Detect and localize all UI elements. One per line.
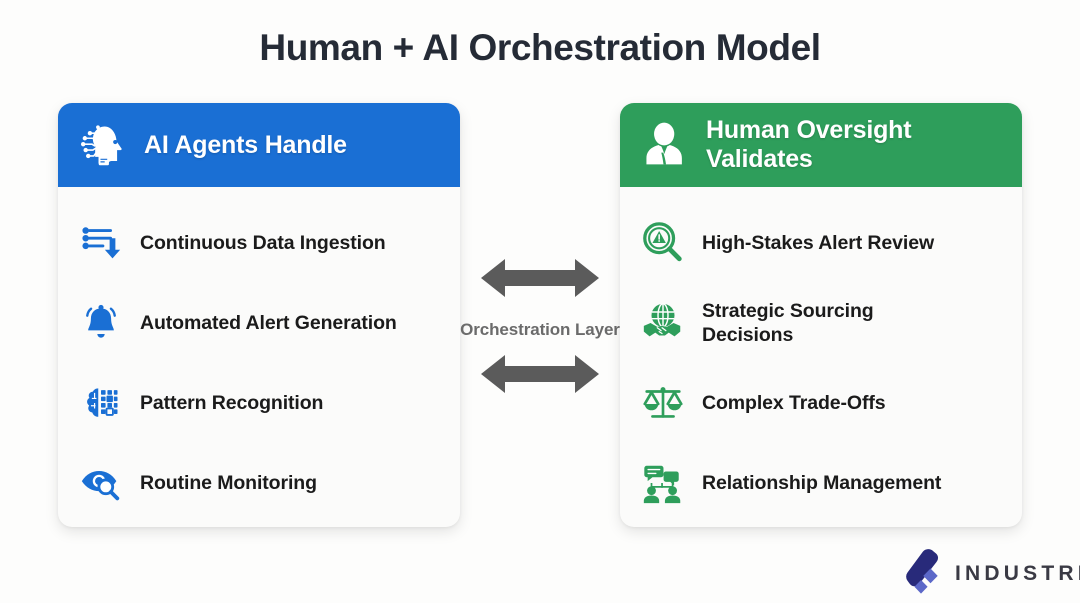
orchestration-layer: Orchestration Layer — [460, 255, 620, 402]
brain-grid-icon — [76, 378, 126, 428]
list-item[interactable]: Pattern Recognition — [76, 363, 442, 443]
bell-icon — [76, 298, 126, 348]
human-oversight-panel-title: Human Oversight Validates — [706, 116, 912, 173]
scales-icon — [638, 378, 688, 428]
list-item-label: Routine Monitoring — [140, 471, 317, 494]
double-arrow-horizontal-icon — [460, 351, 620, 402]
person-bust-icon — [636, 116, 694, 174]
ai-agents-panel-header: AI Agents Handle — [58, 103, 460, 187]
industries-logo-mark — [893, 549, 942, 599]
logo-text: INDUSTRIES — [955, 562, 1080, 585]
list-item-label: High-Stakes Alert Review — [702, 231, 935, 254]
list-item-label: Pattern Recognition — [140, 391, 324, 414]
human-oversight-list: High-Stakes Alert Review Strategic Sourc… — [620, 187, 1022, 527]
list-item-label: Strategic Sourcing Decisions — [702, 299, 874, 346]
double-arrow-horizontal-icon — [460, 255, 620, 306]
orchestration-layer-label: Orchestration Layer — [460, 320, 620, 339]
eye-search-icon — [76, 458, 126, 508]
list-item-label: Complex Trade-Offs — [702, 391, 886, 414]
human-oversight-panel-header: Human Oversight Validates — [620, 103, 1022, 187]
list-item[interactable]: Strategic Sourcing Decisions — [638, 283, 1004, 363]
data-ingestion-icon — [76, 218, 126, 268]
list-item[interactable]: Complex Trade-Offs — [638, 363, 1004, 443]
globe-handshake-icon — [638, 298, 688, 348]
human-oversight-panel: Human Oversight Validates High-Stakes Al… — [620, 103, 1022, 527]
list-item-label: Continuous Data Ingestion — [140, 231, 386, 254]
people-chat-icon — [638, 458, 688, 508]
list-item[interactable]: Continuous Data Ingestion — [76, 203, 442, 283]
ai-agents-panel: AI Agents Handle — [58, 103, 460, 527]
list-item[interactable]: Automated Alert Generation — [76, 283, 442, 363]
ai-agents-list: Continuous Data Ingestion Automated Aler… — [58, 187, 460, 527]
ai-agents-panel-title: AI Agents Handle — [144, 130, 347, 159]
list-item-label: Automated Alert Generation — [140, 311, 397, 334]
list-item[interactable]: High-Stakes Alert Review — [638, 203, 1004, 283]
ai-head-circuit-icon — [74, 116, 132, 174]
alert-magnifier-icon — [638, 218, 688, 268]
page-title: Human + AI Orchestration Model — [259, 27, 821, 68]
list-item[interactable]: Relationship Management — [638, 443, 1004, 523]
list-item[interactable]: Routine Monitoring — [76, 443, 442, 523]
logo: INDUSTRIES — [893, 549, 1080, 599]
list-item-label: Relationship Management — [702, 471, 942, 494]
